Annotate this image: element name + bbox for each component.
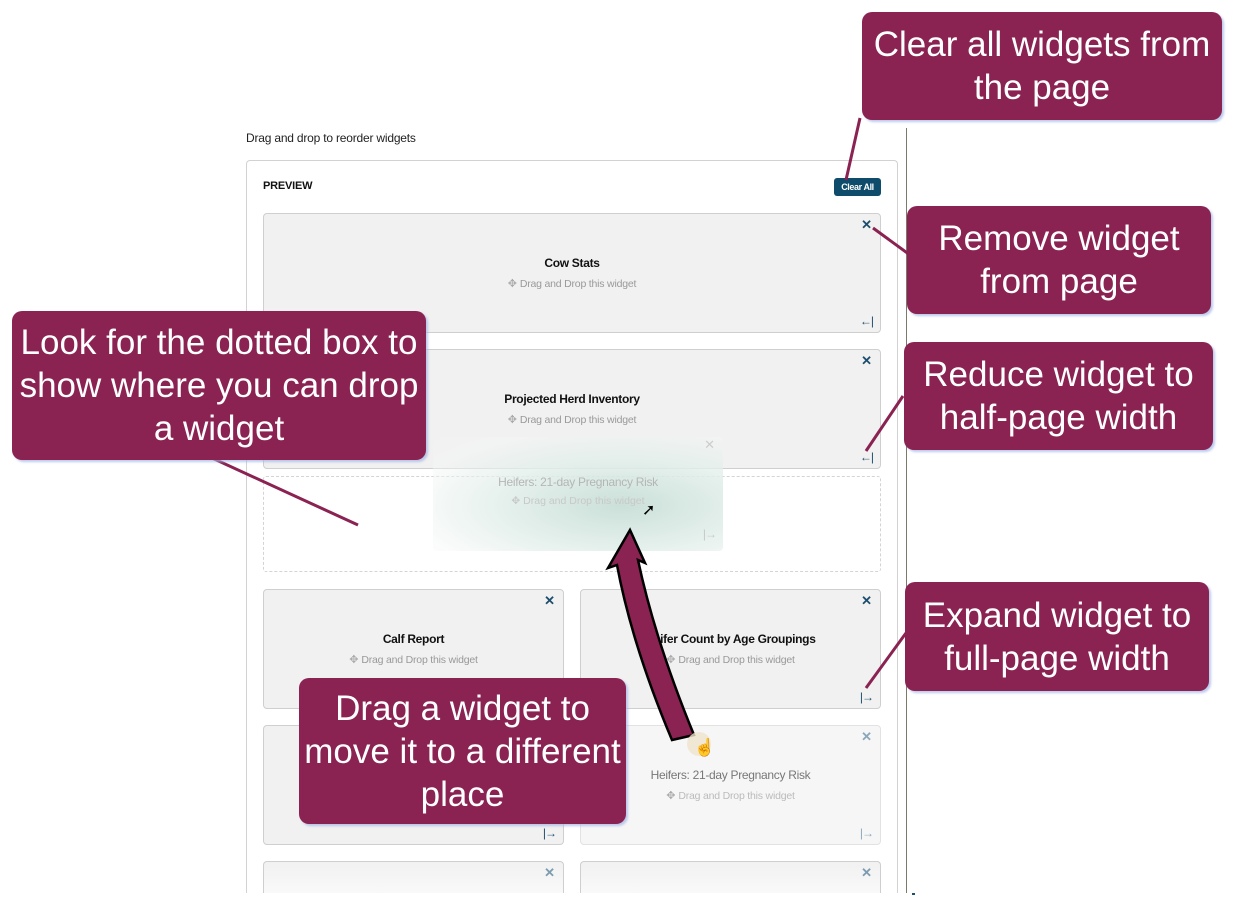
reduce-width-icon[interactable]: ←| (859, 314, 874, 328)
clear-all-button[interactable]: Clear All (834, 178, 881, 196)
callout-drag-widget: Drag a widget to move it to a different … (299, 678, 626, 824)
widget-title: Heifer Count by Age Groupings (645, 632, 816, 646)
ghost-title: Heifers: 21-day Pregnancy Risk (498, 475, 658, 489)
expand-width-icon[interactable]: |→ (859, 690, 874, 704)
drag-hint[interactable]: ✥Drag and Drop this widget (581, 789, 880, 802)
move-icon: ✥ (666, 790, 676, 802)
expand-width-icon[interactable]: |→ (859, 826, 874, 840)
grab-point (687, 732, 711, 756)
drag-hint-label: Drag and Drop this widget (519, 414, 637, 426)
preview-title: PREVIEW (263, 180, 313, 192)
close-icon[interactable]: ✕ (544, 593, 555, 608)
expand-width-icon: |→ (702, 527, 717, 541)
drag-hint[interactable]: ✥Drag and Drop this widget (264, 653, 563, 666)
callout-remove-widget: Remove widget from page (907, 206, 1211, 314)
instructions-text: Drag and drop to reorder widgets (246, 131, 416, 145)
close-icon: ✕ (704, 437, 715, 452)
drag-hint: ✥ Drag and Drop this widget (433, 495, 723, 507)
drag-hint[interactable]: ✥Drag and Drop this widget (264, 277, 880, 290)
viewport-edge (0, 893, 906, 907)
drag-hint-label: Drag and Drop this widget (678, 654, 795, 666)
widget-title: Cow Stats (544, 256, 600, 270)
close-icon[interactable]: ✕ (861, 353, 872, 368)
drag-hint[interactable]: ✥Drag and Drop this widget (581, 653, 880, 666)
reduce-width-icon[interactable]: ←| (859, 450, 874, 464)
move-icon: ✥ (666, 654, 676, 666)
widget-heifers-pregnancy-risk[interactable]: ✕ Heifers: 21-day Pregnancy Risk ✥Drag a… (580, 725, 881, 845)
close-icon[interactable]: ✕ (861, 593, 872, 608)
expand-width-icon[interactable]: |→ (542, 826, 557, 840)
widget-title: Calf Report (382, 632, 445, 646)
move-icon: ✥ (507, 414, 517, 426)
close-icon[interactable]: ✕ (861, 729, 872, 744)
callout-clear-all: Clear all widgets from the page (862, 12, 1222, 120)
scroll-marker (912, 893, 915, 895)
drag-hint-label: Drag and Drop this widget (678, 790, 795, 802)
drag-hint-label: Drag and Drop this widget (361, 654, 478, 666)
move-icon: ✥ (349, 654, 359, 666)
callout-reduce-width: Reduce widget to half-page width (904, 342, 1213, 450)
callout-drop-zone: Look for the dotted box to show where yo… (12, 311, 426, 460)
drag-cursor-icon: ➚ (642, 502, 656, 519)
widget-title: Projected Herd Inventory (504, 392, 640, 406)
close-icon[interactable]: ✕ (861, 865, 872, 880)
widget-title: Heifers: 21-day Pregnancy Risk (650, 768, 811, 782)
move-icon: ✥ (511, 495, 521, 507)
callout-expand-width: Expand widget to full-page width (905, 582, 1209, 691)
drag-hint[interactable]: ✥Drag and Drop this widget (264, 413, 880, 426)
drag-hint-label: Drag and Drop this widget (523, 495, 645, 507)
move-icon: ✥ (507, 278, 517, 290)
close-icon[interactable]: ✕ (861, 217, 872, 232)
drag-hint-label: Drag and Drop this widget (519, 278, 637, 290)
drag-ghost-widget[interactable]: ✕ Heifers: 21-day Pregnancy Risk ✥ Drag … (433, 437, 723, 551)
close-icon[interactable]: ✕ (544, 865, 555, 880)
hand-cursor-icon: ☝ (694, 738, 716, 757)
page-divider (906, 128, 907, 893)
